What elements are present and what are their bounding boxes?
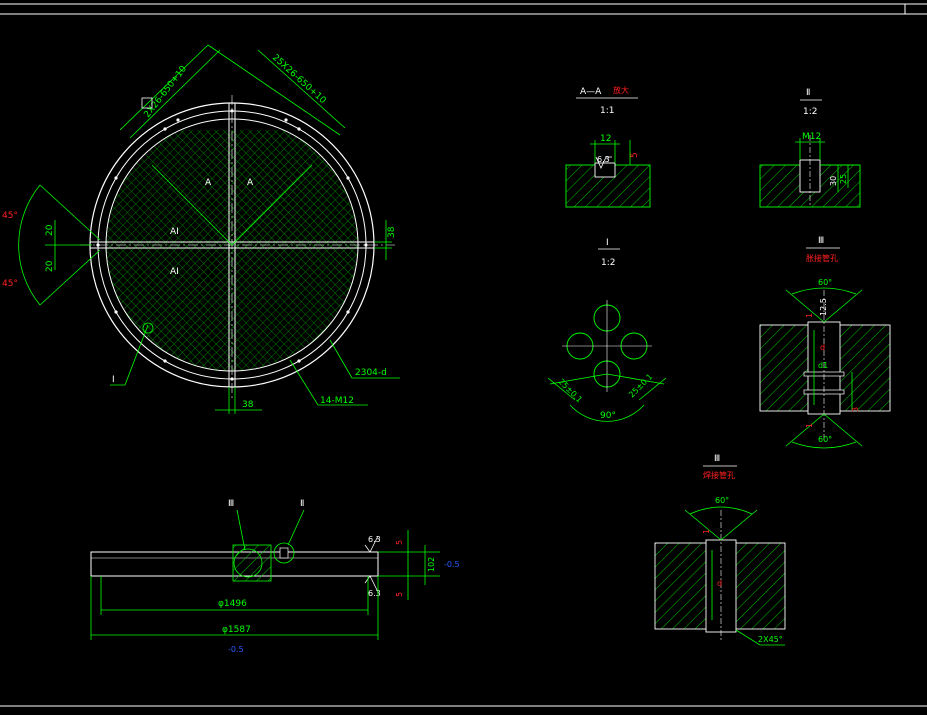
- iii-top-dim-b: 3: [851, 407, 860, 412]
- iii-top-roman: Ⅲ: [818, 236, 824, 246]
- dim-slot-right: 25X26-650+10: [270, 53, 328, 106]
- iii-bottom-dim-d: d: [717, 579, 722, 588]
- section-aa: A—A 放大 1:1 12 5 6.3: [565, 85, 651, 208]
- iii-bottom-caption: 焊接管孔: [703, 470, 735, 480]
- side-dim-outer: φ1587: [222, 625, 251, 635]
- side-dim-inner: φ1496: [218, 599, 247, 609]
- section-aa-scale: 1:1: [600, 106, 614, 116]
- iii-top-dim-1-top: 1: [805, 313, 814, 318]
- bolt-holes: [96, 109, 368, 381]
- ii-dim-depth1: 30: [829, 176, 838, 186]
- side-roughness-bottom: 6.3: [368, 589, 381, 598]
- detail-i-roman: I: [606, 238, 609, 248]
- side-dim-5-bottom: 5: [395, 592, 404, 597]
- side-callout-lines: [236, 509, 305, 551]
- side-right-dims: [378, 530, 440, 600]
- iii-top-dim-1-bottom: 1: [805, 423, 814, 428]
- side-bottom-dims: [90, 576, 379, 640]
- angle-dimension: [18, 184, 101, 306]
- angle-bottom: 45°: [2, 279, 18, 289]
- iii-bottom-dims: [684, 506, 785, 646]
- iii-bottom-chamfer: 2X45°: [758, 635, 783, 644]
- side-dim-thickness: 102: [427, 557, 436, 572]
- leader-bolts: 14-M12: [320, 396, 354, 406]
- label-a-left: A: [205, 178, 212, 188]
- side-dim-outer-tol: -0.5: [228, 645, 244, 654]
- iii-bottom-roman: Ⅲ: [714, 454, 720, 464]
- slot-dimensions: [119, 44, 346, 139]
- drawing-frame: [0, 3, 927, 707]
- aa-dims: [590, 140, 631, 165]
- detail-i-scale: 1:2: [601, 258, 615, 268]
- detail-i: I 1:2 25±0.1 25±0.1 90°: [547, 238, 667, 422]
- iii-top-caption: 胀接管孔: [806, 253, 838, 263]
- detail-ii: Ⅱ 1:2 M12 30 25: [759, 88, 861, 208]
- dim-20-top: 20: [45, 224, 55, 236]
- ii-dims: [795, 138, 860, 192]
- iii-top-dims: [785, 287, 863, 449]
- leader-i: I: [112, 375, 115, 385]
- aa-roughness: 6.3: [597, 155, 610, 164]
- detail-iii-expansion: Ⅲ 胀接管孔 60° 60° 12.5 1 1 d d1 3: [759, 236, 891, 449]
- side-callout-ii: Ⅱ: [300, 499, 304, 509]
- section-aa-note: 放大: [613, 85, 629, 95]
- section-lines: [151, 164, 313, 246]
- dim-38-right: 38: [387, 226, 397, 238]
- plan-view: 2X26-650+10 25X26-650+10 A A AI AI 45° 4…: [2, 44, 400, 414]
- iii-top-roughness: 12.5: [819, 298, 828, 316]
- side-roughness-top: 6.3: [368, 535, 381, 544]
- detail-iii-weld: Ⅲ 焊接管孔 60° 1 d 2X45°: [654, 454, 786, 646]
- i-dims: [547, 373, 667, 422]
- dim-20-bottom: 20: [45, 260, 55, 272]
- aa-dim-depth: 5: [630, 152, 640, 158]
- leaders: [110, 324, 400, 406]
- dim-38-bottom-lines: [215, 387, 262, 414]
- detail-i-marker: [142, 322, 154, 334]
- ii-dim-depth2: 25: [839, 174, 848, 184]
- i-dim-left: 25±0.1: [557, 377, 584, 404]
- leader-diameter: 2304-d: [355, 368, 387, 378]
- angle-top: 45°: [2, 211, 18, 221]
- side-dim-thickness-tol: -0.5: [444, 560, 460, 569]
- label-a-right: A: [247, 178, 254, 188]
- aa-dim-width: 12: [600, 134, 611, 144]
- section-aa-title: A—A: [580, 87, 602, 97]
- centerlines: [80, 95, 395, 400]
- side-callout-iii: Ⅲ: [228, 499, 234, 509]
- dim-38-bottom: 38: [242, 400, 254, 410]
- label-ai-bottom: AI: [170, 267, 179, 277]
- slot-marker: [141, 97, 153, 109]
- ii-thread: M12: [802, 132, 821, 142]
- dim-38-right-lines: [374, 220, 392, 260]
- detail-ii-roman: Ⅱ: [806, 88, 810, 98]
- iii-top-angle-top: 60°: [818, 278, 832, 287]
- iii-bottom-dim-1: 1: [702, 529, 711, 534]
- i-angle: 90°: [600, 411, 616, 421]
- detail-ii-scale: 1:2: [803, 107, 817, 117]
- tube-centerlines: [562, 300, 652, 392]
- side-dim-5-top: 5: [395, 540, 404, 545]
- label-ai-top: AI: [170, 227, 179, 237]
- iii-top-dim-d: d: [820, 343, 825, 352]
- i-dim-right: 25±0.1: [627, 372, 654, 399]
- iii-bottom-angle: 60°: [715, 496, 729, 505]
- iii-top-angle-bottom: 60°: [818, 435, 832, 444]
- iii-top-dim-d1: d1: [818, 361, 828, 370]
- side-view: Ⅲ Ⅱ 6.3 6.3 5 5 102 -0.5 φ1496 φ1587 -0.…: [90, 499, 460, 654]
